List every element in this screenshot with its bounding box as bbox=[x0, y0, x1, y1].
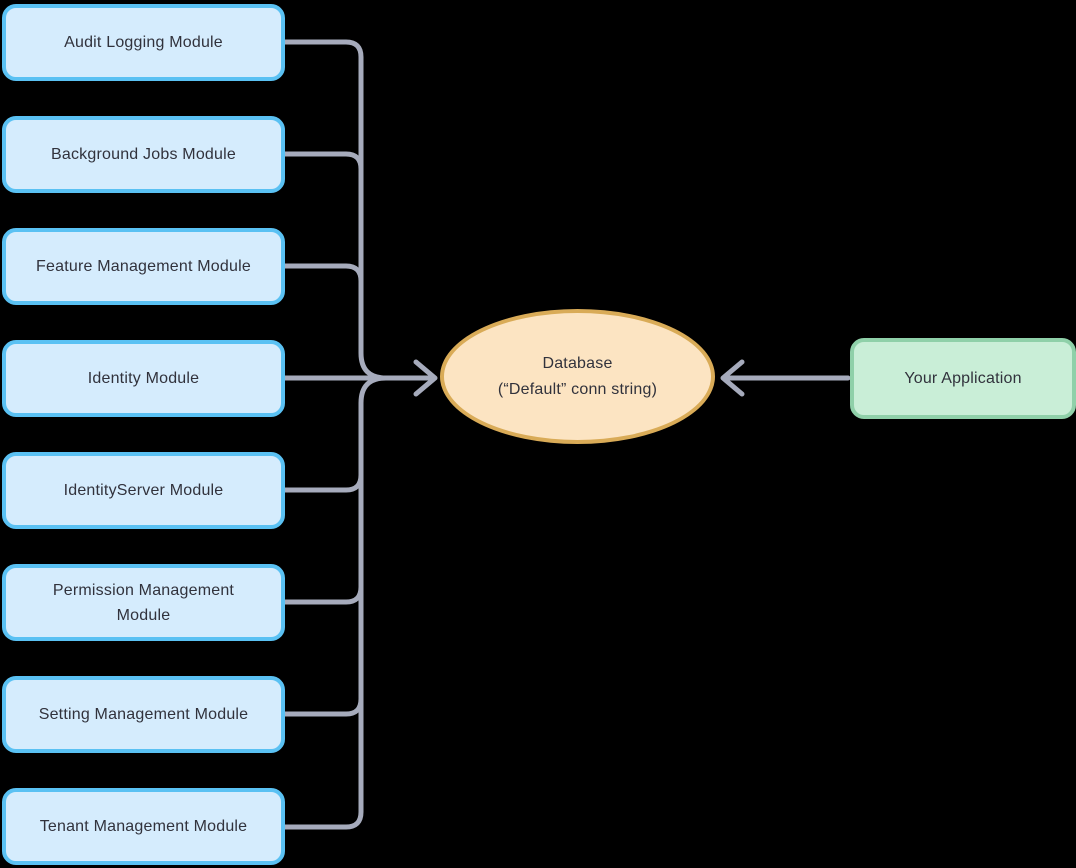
node-permission-management-module: Permission Management Module bbox=[2, 564, 285, 641]
node-identity-module: Identity Module bbox=[2, 340, 285, 417]
connector-permission-management bbox=[281, 584, 364, 605]
connector-feature-management bbox=[281, 263, 364, 284]
connector-setting-management bbox=[281, 696, 364, 717]
node-background-jobs-module: Background Jobs Module bbox=[2, 116, 285, 193]
arrowhead-into-database-right-icon bbox=[720, 359, 745, 397]
node-database: Database (“Default” conn string) bbox=[440, 309, 715, 444]
node-feature-management-module: Feature Management Module bbox=[2, 228, 285, 305]
node-audit-logging-module: Audit Logging Module bbox=[2, 4, 285, 81]
node-tenant-management-module: Tenant Management Module bbox=[2, 788, 285, 865]
arrowhead-into-database-left-icon bbox=[413, 359, 438, 397]
connector-identityserver bbox=[281, 472, 364, 493]
connector-trunk-top bbox=[281, 39, 389, 381]
database-title: Database bbox=[542, 354, 613, 372]
node-your-application: Your Application bbox=[850, 338, 1076, 419]
connector-background-jobs bbox=[281, 151, 364, 172]
node-identityserver-module: IdentityServer Module bbox=[2, 452, 285, 529]
connector-trunk-bottom bbox=[281, 375, 389, 830]
node-setting-management-module: Setting Management Module bbox=[2, 676, 285, 753]
database-conn-string: (“Default” conn string) bbox=[497, 380, 658, 398]
